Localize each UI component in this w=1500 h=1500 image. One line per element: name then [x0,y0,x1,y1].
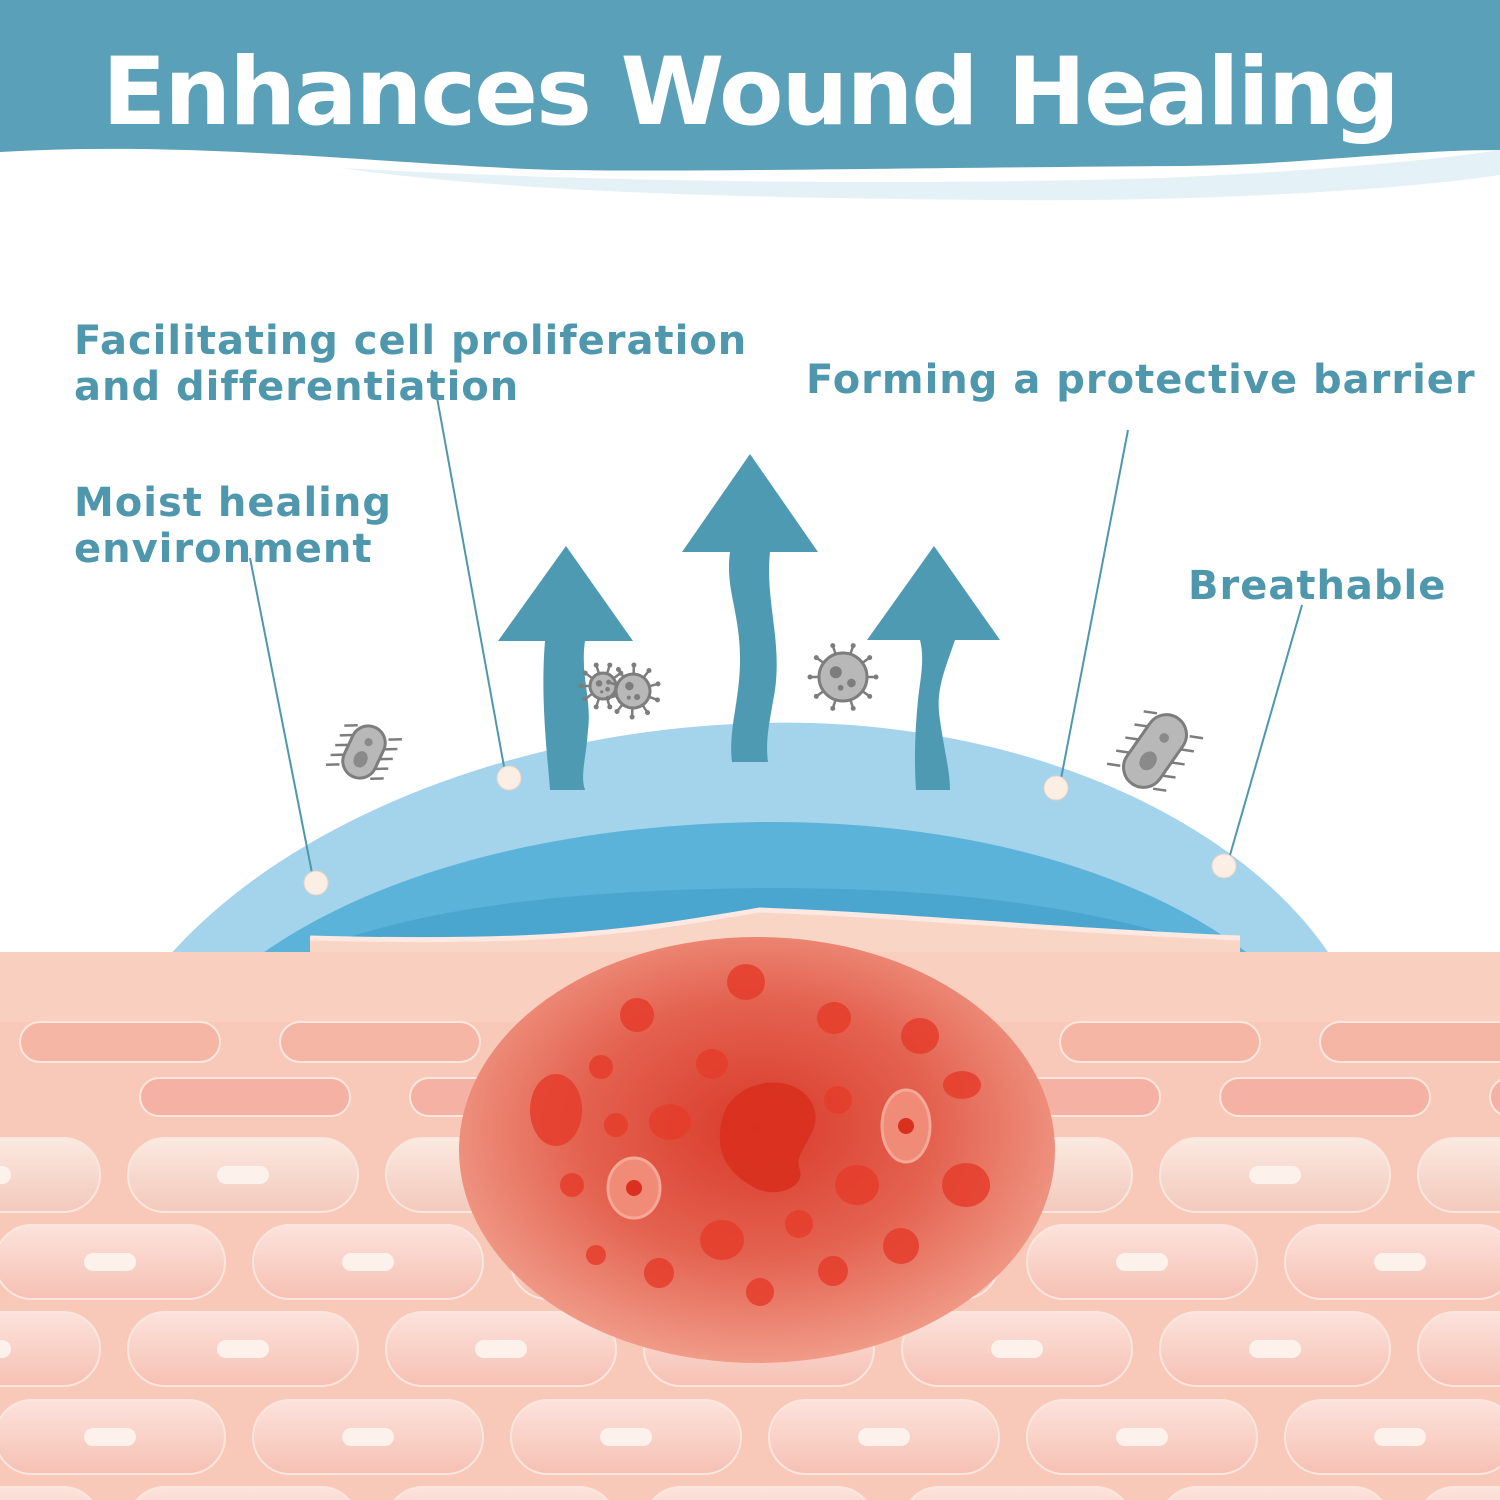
leader-lines [249,369,1303,879]
blood-cell [696,1049,728,1079]
skin-cell [0,1486,93,1500]
cell-nucleus [1116,1428,1168,1446]
blood-cell [700,1220,744,1260]
blood-cell [785,1210,813,1238]
wound-area [459,937,1055,1363]
skin-cell [135,1486,351,1500]
callout-breathable: Breathable [1188,563,1446,609]
callout-line: environment [74,526,373,572]
skin-cell [0,1137,101,1213]
skin-cell [0,1311,101,1387]
cell-nucleus [1249,1340,1301,1358]
blood-cell [620,998,654,1032]
blood-cell [589,1055,613,1079]
blood-cell [644,1258,674,1288]
cell-nucleus [1116,1253,1168,1271]
skin-cell [909,1486,1125,1500]
skin-cell [651,1486,867,1500]
blood-cell [746,1278,774,1306]
skin-cell [393,1486,609,1500]
skin-cell [1167,1486,1383,1500]
skin-cell [139,1077,351,1117]
blood-cell [817,1002,851,1034]
header-banner [0,0,1500,201]
page-title: Enhances Wound Healing [102,38,1400,147]
germ-cluster-icon [605,662,661,720]
cell-nucleus [475,1340,527,1358]
callout-protective-barrier: Forming a protective barrier [806,357,1476,403]
upward-arrow-icon [682,454,818,762]
cell-nucleus [600,1428,652,1446]
cell-nucleus [84,1253,136,1271]
skin-cell [279,1021,481,1063]
bacteria-icon [1106,710,1204,792]
cell-nucleus [0,1340,11,1358]
blood-cell [604,1113,628,1137]
skin-cell [1417,1137,1500,1213]
upward-arrow-icon [867,546,1000,790]
skin-cell [1219,1077,1431,1117]
blood-cell [530,1074,582,1146]
cell-nucleus [991,1340,1043,1358]
hydrocolloid-dressing [170,722,1330,955]
skin-cell [19,1021,221,1063]
callout-cell-proliferation: Facilitating cell proliferation and diff… [74,318,747,410]
callout-line: Forming a protective barrier [806,357,1476,403]
blood-cell [649,1104,691,1140]
cell-nucleus [1249,1166,1301,1184]
cell-nucleus [217,1166,269,1184]
cell-nucleus [342,1428,394,1446]
skin-cell [1425,1486,1500,1500]
blood-cell [560,1173,584,1197]
skin-cell [1319,1021,1500,1063]
callout-line: Moist healing [74,480,392,526]
cell-nucleus [1374,1428,1426,1446]
callout-moist-healing: Moist healing environment [74,480,392,572]
virus-icon [807,643,879,711]
blood-cell [586,1245,606,1265]
callout-line: and differentiation [74,364,520,410]
cell-nucleus [1374,1253,1426,1271]
skin-cell [1059,1021,1261,1063]
callout-dots [303,765,1237,896]
cell-nucleus [0,1166,11,1184]
blood-cell [824,1086,852,1114]
upward-arrow-icon [498,546,633,790]
cell-nucleus [858,1428,910,1446]
skin-cell [1489,1079,1500,1115]
cell-nucleus [342,1253,394,1271]
callout-line: Breathable [1188,563,1447,609]
blood-cell [818,1256,848,1286]
blood-cell [942,1163,990,1207]
bacteria-icon [326,723,402,781]
callout-line: Facilitating cell proliferation [74,318,748,364]
blood-cell [719,1082,816,1193]
cell-nucleus [84,1428,136,1446]
skin-cell [1417,1311,1500,1387]
blood-cell [835,1165,879,1205]
cell-nucleus [217,1340,269,1358]
blood-cell [901,1018,939,1054]
blood-cell [883,1228,919,1264]
blood-cell [727,964,765,1000]
blood-cell [943,1071,981,1099]
